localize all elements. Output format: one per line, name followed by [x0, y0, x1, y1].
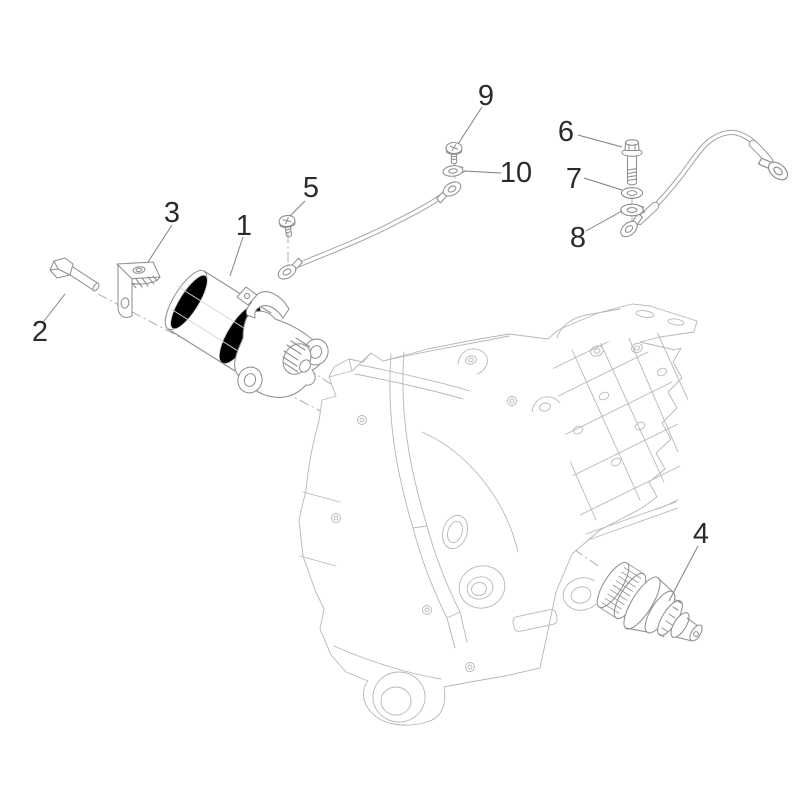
callout-4: 4 [693, 518, 709, 550]
terminal-tab [236, 286, 258, 306]
callout-numbers: 1 2 3 4 5 6 7 8 9 10 [32, 80, 709, 550]
bottom-inner-edge [333, 645, 442, 680]
chamber-curve [421, 431, 519, 553]
hex-flange-bolt-2 [49, 257, 100, 292]
callout-7: 7 [566, 163, 582, 195]
callout-5: 5 [303, 172, 319, 204]
ground-cable-long [617, 129, 792, 241]
leader-line-2 [43, 293, 66, 322]
hex-flange-bolt-6 [621, 139, 643, 186]
engine-crankcase [298, 303, 698, 726]
boss-arch-2 [531, 396, 561, 413]
cooling-fins [550, 329, 691, 536]
leader-line-10 [463, 170, 502, 174]
weld-nut-hatch [129, 275, 158, 289]
crankcase-silhouette [298, 303, 698, 726]
starter-driven-gear [593, 561, 703, 642]
support-bracket [116, 261, 161, 318]
leader-line-8 [585, 210, 623, 232]
crankcase-details [299, 308, 685, 723]
callout-2: 2 [32, 316, 48, 348]
spring-washer-8 [620, 203, 646, 217]
callout-1: 1 [236, 210, 252, 242]
left-steps [299, 491, 341, 567]
callout-10: 10 [500, 157, 532, 189]
leader-line-6 [577, 134, 623, 148]
leader-line-5 [289, 200, 306, 217]
top-bracket-edge [556, 308, 621, 339]
vertical-rib [389, 351, 468, 649]
boss-arch-1 [457, 348, 488, 375]
leader-lines [43, 106, 699, 602]
callout-3: 3 [164, 197, 180, 229]
top-left-lug-lines [328, 352, 372, 378]
clamp-strap [245, 291, 290, 319]
callout-8: 8 [570, 222, 586, 254]
starter-motor [164, 269, 329, 398]
leader-line-3 [147, 224, 173, 263]
knurl-lines [598, 562, 645, 619]
top-ridge [382, 335, 510, 362]
leader-line-1 [229, 236, 244, 277]
upper-arm-rib [354, 364, 471, 400]
leader-line-4 [668, 545, 699, 602]
callout-6: 6 [558, 116, 574, 148]
leader-line-7 [583, 177, 623, 191]
leader-line-9 [457, 106, 483, 145]
fasteners [277, 139, 646, 239]
callout-9: 9 [478, 80, 494, 112]
fin-shelf [585, 501, 679, 541]
ground-cable-short [275, 178, 464, 283]
flat-washer-7 [620, 187, 644, 199]
gear-teeth [658, 599, 682, 638]
